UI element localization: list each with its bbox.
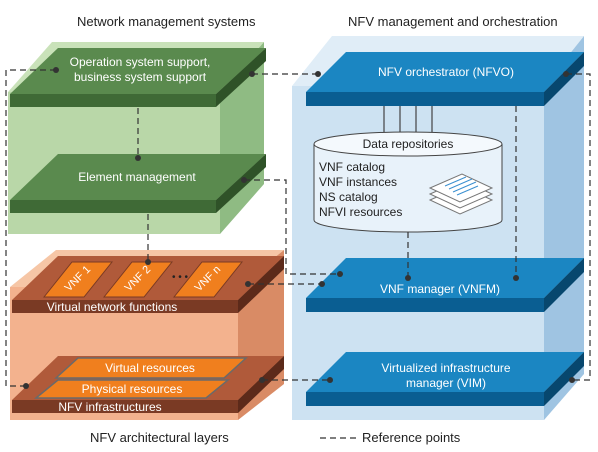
vnf-layer-label: Virtual network functions bbox=[47, 300, 178, 314]
vnf-ellipsis: • • • bbox=[172, 272, 189, 283]
link-oss-nfvi bbox=[5, 67, 59, 389]
element-management-label: Element management bbox=[78, 170, 196, 184]
vim-block: Virtualized infrastructure manager (VIM) bbox=[306, 352, 584, 406]
repo-item-nfvi-resources: NFVI resources bbox=[319, 205, 402, 219]
repo-item-vnf-catalog: VNF catalog bbox=[319, 160, 385, 174]
vnf-2-item bbox=[102, 261, 174, 298]
nfvi-layer-label: NFV infrastructures bbox=[58, 400, 161, 414]
repo-title: Data repositories bbox=[363, 137, 454, 151]
virtual-resources-label: Virtual resources bbox=[105, 361, 195, 375]
legend: Reference points bbox=[320, 430, 461, 445]
vnf-layer-block: VNF 1 VNF 2 • • • VNF n Virtual network … bbox=[12, 256, 284, 314]
nfvo-label: NFV orchestrator (NFVO) bbox=[378, 65, 514, 79]
oss-label-line1: Operation system support, bbox=[70, 55, 211, 69]
mano-section-title: NFV management and orchestration bbox=[348, 14, 558, 29]
oss-label-line2: business system support bbox=[74, 70, 207, 84]
documents-icon bbox=[428, 173, 494, 215]
repo-item-vnf-instances: VNF instances bbox=[319, 175, 397, 189]
vnfm-block: VNF manager (VNFM) bbox=[306, 258, 584, 312]
virtual-resources-item bbox=[54, 357, 248, 379]
vnfm-label: VNF manager (VNFM) bbox=[380, 282, 500, 296]
vim-label-line2: manager (VIM) bbox=[406, 376, 486, 390]
nms-section-title: Network management systems bbox=[77, 14, 256, 29]
link-em-vnfm bbox=[241, 177, 343, 277]
nfvo-block: NFV orchestrator (NFVO) bbox=[306, 52, 584, 106]
legend-label: Reference points bbox=[362, 430, 461, 445]
layers-section-title: NFV architectural layers bbox=[90, 430, 229, 445]
oss-bss-block: Operation system support, business syste… bbox=[10, 48, 266, 107]
reference-point-links bbox=[5, 67, 591, 389]
link-nfvo-vim bbox=[563, 71, 591, 383]
nfvi-layer-block: Virtual resources Physical resources NFV… bbox=[12, 356, 284, 414]
physical-resources-label: Physical resources bbox=[82, 382, 183, 396]
vim-label-line1: Virtualized infrastructure bbox=[381, 361, 510, 375]
vnf-1-item bbox=[42, 261, 114, 298]
data-repositories: Data repositories VNF catalog VNF instan… bbox=[313, 106, 503, 233]
repo-item-ns-catalog: NS catalog bbox=[319, 190, 378, 204]
